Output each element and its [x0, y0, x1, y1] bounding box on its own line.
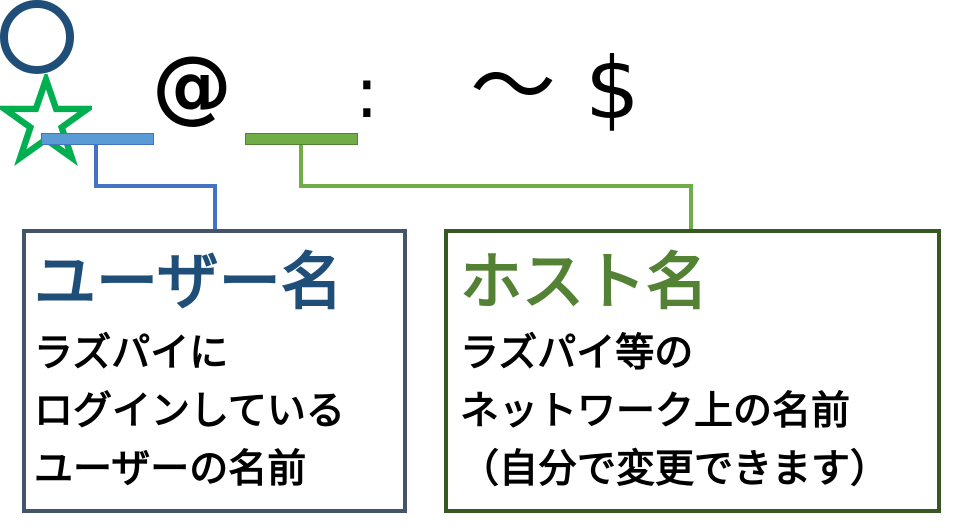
user-underline-bar: [41, 133, 154, 145]
prompt-dollar: $: [585, 39, 640, 139]
prompt-colon: :: [355, 52, 379, 134]
user-circle-icon: [0, 0, 74, 74]
user-connector: [94, 145, 217, 229]
user-name-title: ユーザー名: [34, 245, 343, 318]
user-name-description: ラズパイに ログインしている ユーザーの名前: [34, 325, 345, 499]
at-sign: @: [152, 39, 232, 132]
user-desc-line: ログインしている: [34, 389, 345, 434]
host-connector: [299, 145, 693, 229]
host-desc-line: （自分で変更できます）: [460, 447, 890, 492]
user-desc-line: ラズパイに: [34, 331, 229, 376]
host-name-description: ラズパイ等の ネットワーク上の名前 （自分で変更できます）: [460, 325, 889, 499]
prompt-tilde: ～: [470, 37, 556, 137]
user-name-box: ユーザー名 ラズパイに ログインしている ユーザーの名前: [22, 229, 407, 513]
host-underline-bar: [245, 133, 358, 145]
host-desc-line: ラズパイ等の: [460, 331, 694, 376]
user-desc-line: ユーザーの名前: [34, 447, 307, 492]
host-name-title: ホスト名: [460, 245, 709, 318]
host-desc-line: ネットワーク上の名前: [460, 389, 851, 434]
host-name-box: ホスト名 ラズパイ等の ネットワーク上の名前 （自分で変更できます）: [444, 229, 941, 513]
